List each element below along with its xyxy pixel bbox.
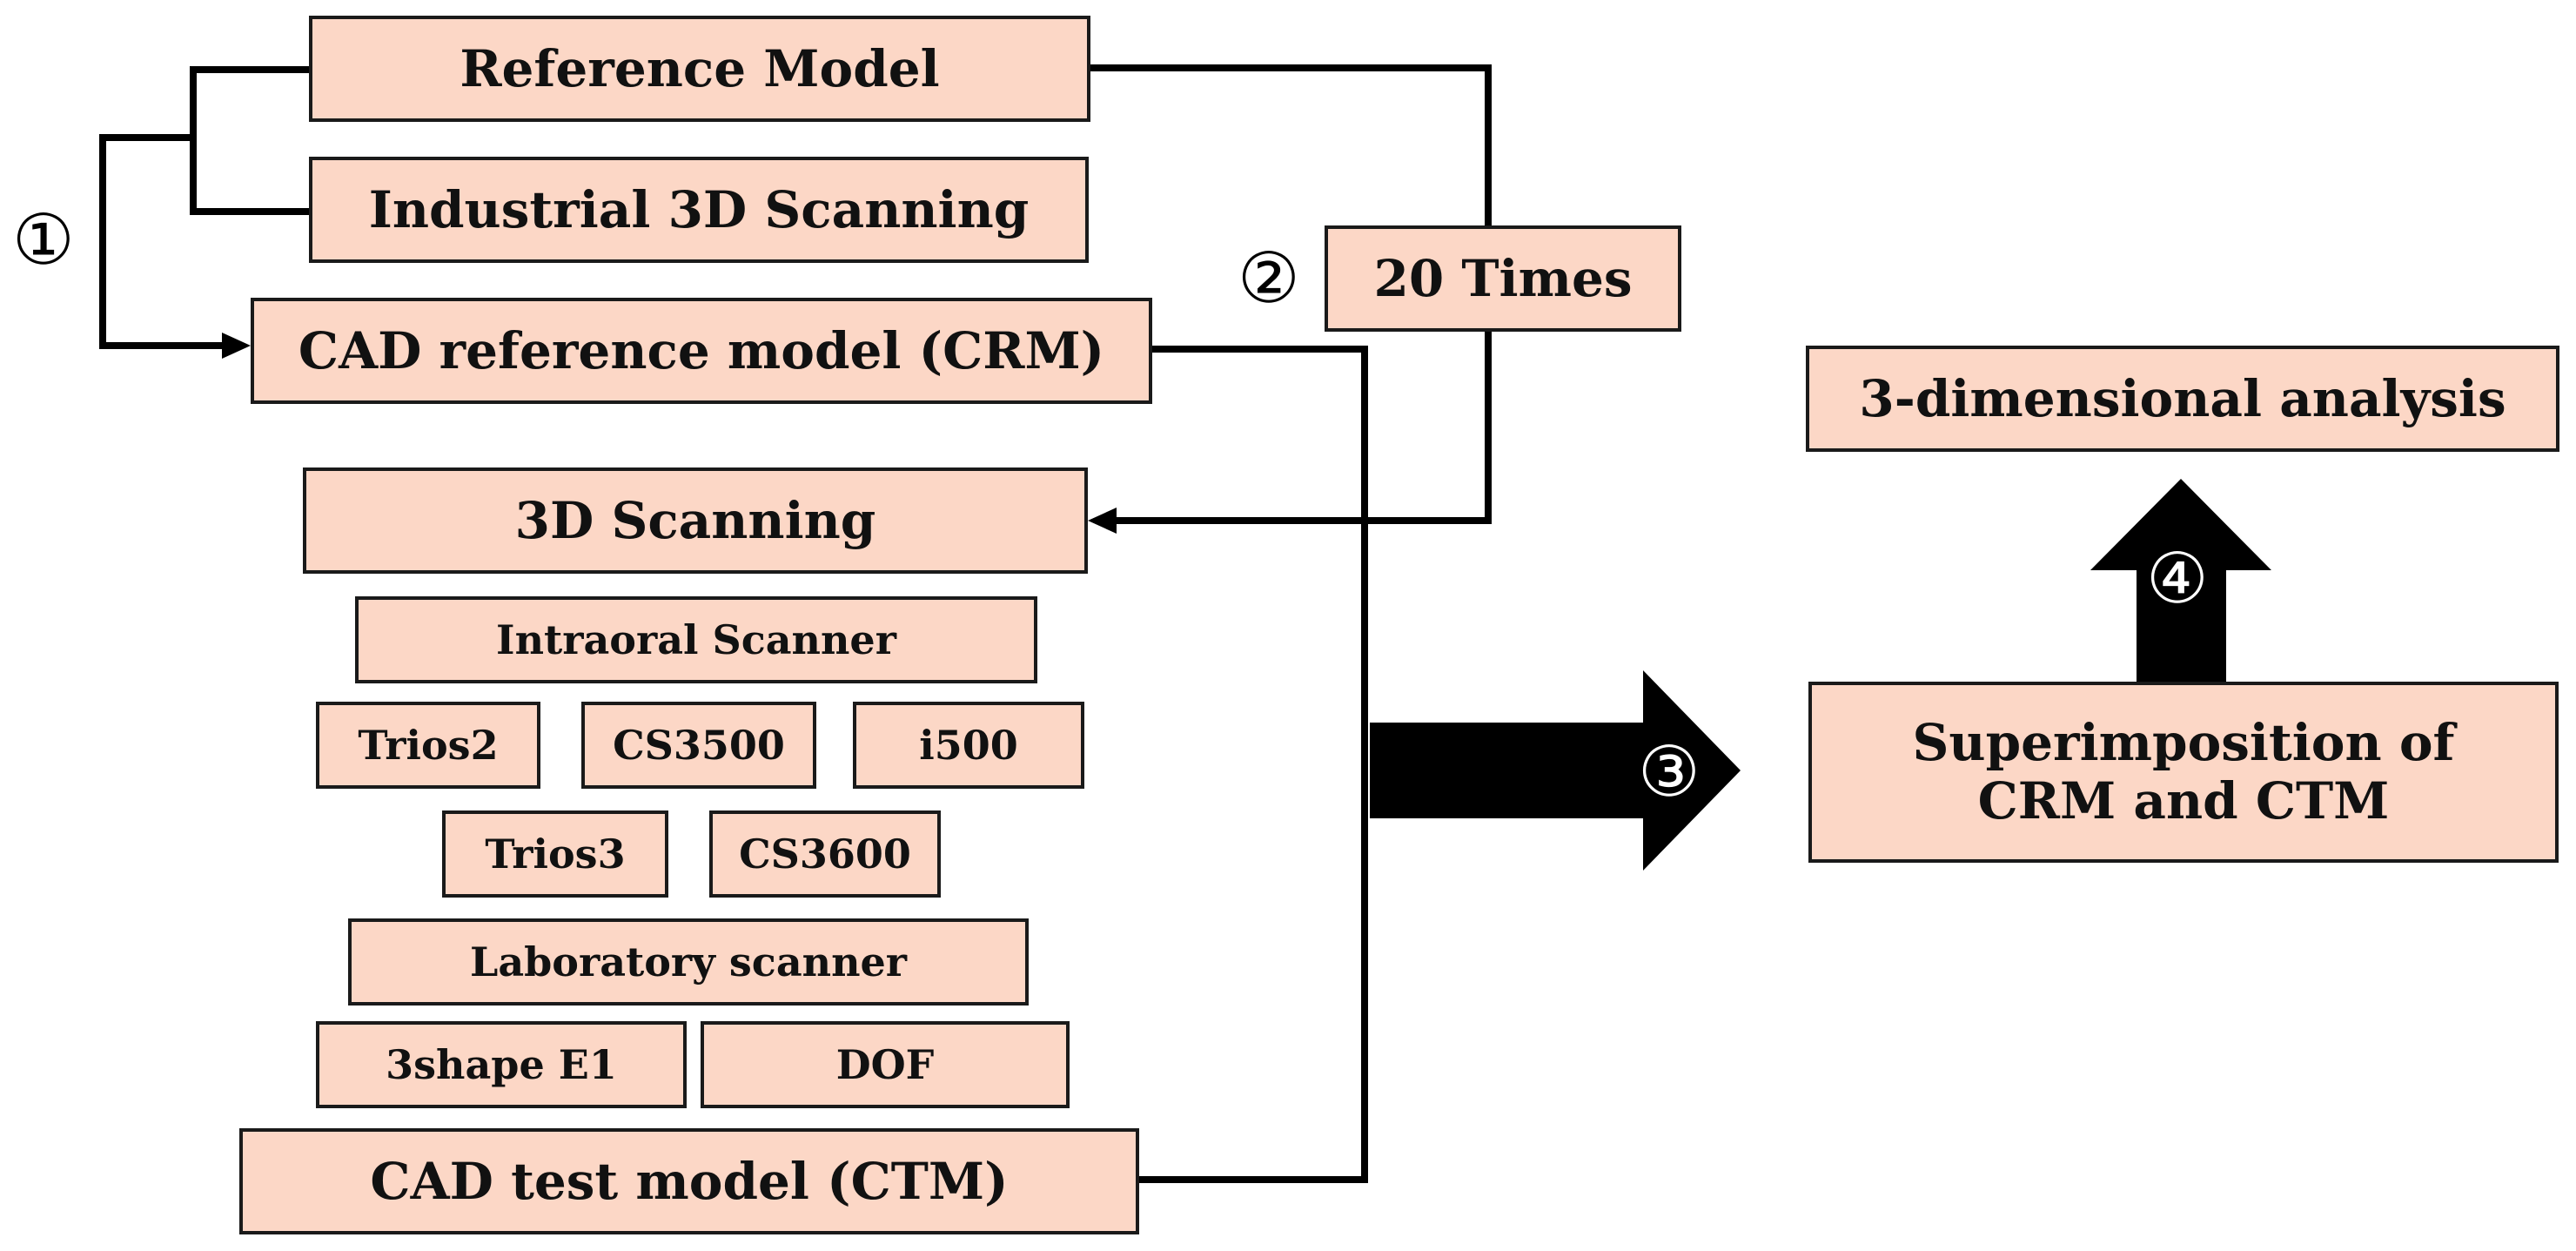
arrowhead-to-crm [222,333,251,359]
superimposition-line1: Superimposition of [1912,713,2455,773]
step-1-marker: ① [12,199,75,280]
big-arrow-up [2090,479,2271,682]
trios3-box: Trios3 [442,810,668,898]
bracket-reference-industrial [190,66,309,215]
3-dimensional-analysis-box: 3-dimensional analysis [1806,346,2559,452]
connector-crm-to-superimposition [1150,346,1368,770]
connector-ctm-to-superimposition [1137,770,1368,1183]
cad-test-model-box: CAD test model (CTM) [239,1128,1139,1234]
twenty-times-box: 20 Times [1325,225,1681,332]
cs3600-box: CS3600 [709,810,941,898]
connector-step1-to-crm [99,134,222,349]
big-arrow-right [1370,670,1741,871]
intraoral-scanner-box: Intraoral Scanner [355,596,1037,683]
cs3500-box: CS3500 [581,702,816,789]
i500-box: i500 [853,702,1084,789]
arrowhead-to-3d-scanning [1088,508,1117,534]
step-3-marker: ③ [1638,731,1701,812]
laboratory-scanner-box: Laboratory scanner [348,918,1029,1006]
cad-reference-model-box: CAD reference model (CRM) [251,298,1152,404]
superimposition-line2: CRM and CTM [1977,771,2390,831]
reference-model-box: Reference Model [309,16,1090,122]
trios2-box: Trios2 [316,702,540,789]
3shape-e1-box: 3shape E1 [316,1021,687,1108]
step-2-marker: ② [1238,238,1300,319]
step-4-marker: ④ [2146,538,2209,619]
industrial-3d-scanning-box: Industrial 3D Scanning [309,157,1089,263]
superimposition-box: Superimposition of CRM and CTM [1808,682,2559,863]
3d-scanning-box: 3D Scanning [303,467,1088,574]
dof-box: DOF [701,1021,1070,1108]
